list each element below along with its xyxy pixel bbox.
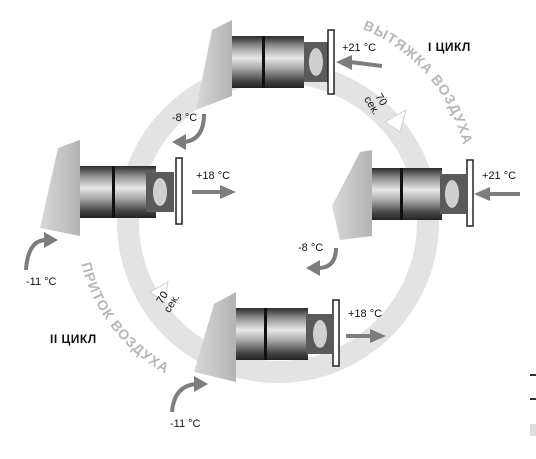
unit-left [40, 140, 183, 236]
edge-mark [530, 398, 536, 400]
fan-cylinder-left [80, 166, 156, 218]
unit-right [332, 150, 474, 240]
wall-left [40, 140, 80, 236]
cycle-2-label: II ЦИКЛ [50, 332, 97, 346]
temp-left-outside: -11 °C [26, 276, 57, 288]
temp-top-outside: -8 °C [172, 112, 198, 124]
arrow-right-in [474, 187, 520, 201]
temp-right-room: +21 °C [482, 170, 517, 182]
temp-right-outside: -8 °C [298, 242, 324, 254]
fan-cylinder-right [372, 168, 442, 220]
wall-bottom [194, 292, 236, 382]
temp-left-room: +18 °C [196, 170, 231, 182]
wall-right [332, 150, 372, 240]
grille-top [327, 29, 335, 95]
edge-mark [530, 374, 536, 376]
temp-bottom-room: +18 °C [348, 308, 383, 320]
ring-arrowhead-left [149, 281, 169, 303]
ring-arrowhead-right [384, 108, 407, 133]
arrow-right-out [306, 247, 338, 276]
unit-top [196, 20, 335, 110]
temp-bottom-outside: -11 °C [170, 418, 201, 430]
arrow-bottom-in [170, 376, 208, 413]
edge-mark [530, 424, 536, 436]
fan-cylinder-top [232, 36, 304, 88]
arrow-left-out [192, 185, 236, 199]
exhaust-arc-label: ВЫТЯЖКА ВОЗДУХА [361, 17, 476, 147]
temp-top-room: +21 °C [342, 42, 377, 54]
arrow-bottom-out [346, 329, 386, 343]
arrow-left-in [24, 232, 58, 271]
grille-bottom [332, 299, 340, 367]
fan-cylinder-bottom [236, 308, 308, 360]
unit-bottom [194, 292, 340, 382]
arrow-top-out [172, 113, 206, 150]
grille-right [466, 159, 474, 227]
cycle-1-label: I ЦИКЛ [428, 40, 471, 54]
grille-left [175, 157, 183, 225]
arrow-top-in [336, 55, 383, 70]
wall-top [196, 20, 232, 110]
